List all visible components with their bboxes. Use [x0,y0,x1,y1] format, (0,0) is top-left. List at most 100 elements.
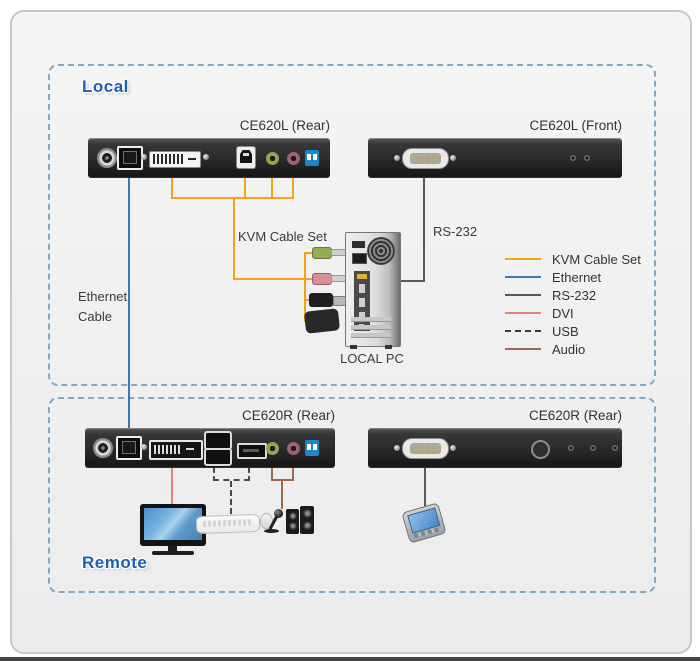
pc-io-port [359,284,365,293]
pushbutton-icon [531,440,550,459]
legend: KVM Cable Set Ethernet RS-232 DVI USB Au… [505,250,641,358]
audio-line-bracket [271,479,294,481]
legend-label-rs232: RS-232 [552,287,597,303]
legend-line-audio-icon [505,348,541,350]
kvm-line-mid-vertical [233,197,235,280]
db9-screw-left [394,445,400,451]
legend-line-ethernet-icon [505,276,541,278]
pc-foot [350,345,357,349]
dvi-blade [186,448,194,450]
pc-port-small [352,241,365,248]
audio-jack-green-icon [266,152,279,165]
legend-line-rs232-icon [505,294,541,296]
status-led [612,445,618,451]
rj45-port-icon [117,146,143,170]
status-led [584,155,590,161]
kvm-line-dvi-drop [171,178,173,199]
db9-screw-right [450,445,456,451]
legend-line-kvm-icon [505,258,541,260]
usb-b-port-icon [236,146,256,169]
power-jack-icon [97,148,117,168]
ethernet-cable-label: Ethernet Cable [78,287,127,327]
local-pc-label: LOCAL PC [340,351,404,366]
legend-item-usb: USB [505,322,641,340]
pc-power-inlet [352,253,367,264]
pc-io-port [359,298,365,307]
usb-stack-port-bottom-icon [204,448,232,466]
pc-io-panel [354,271,370,331]
legend-line-usb-icon [505,330,541,332]
pc-vent-slat [351,325,391,330]
dip-switch-dot [313,444,317,450]
speaker-driver [288,522,297,530]
local-section-label: Local [82,77,129,96]
legend-label-kvm: KVM Cable Set [552,251,641,267]
usb-line-keyboard [230,481,232,514]
kvm-line-audio1-drop [271,178,273,199]
usb-line-bracket [213,479,250,481]
dvi-screw-left [141,154,147,160]
speaker-left-icon [286,509,299,534]
audio-jack-pink-icon [287,152,300,165]
rs232-label: RS-232 [433,224,478,239]
remote-right-title: CE620R (Rear) [528,408,622,423]
db9-serial-port-icon [402,148,449,169]
dvi-screw-left [141,444,147,450]
db9-serial-port-icon [402,438,449,459]
usb-line-drop1 [213,468,215,481]
dip-switch-dot [313,154,317,160]
bottom-edge-bar [0,657,700,661]
keyboard-icon [195,513,261,535]
audio-line-drop1 [271,468,273,481]
legend-label-ethernet: Ethernet [552,269,602,285]
dip-switch-dot [307,444,311,450]
legend-item-ethernet: Ethernet [505,268,641,286]
speaker-driver [302,521,312,530]
usb-a-tongue [243,449,259,452]
dvi-blade [188,158,196,160]
status-led [568,445,574,451]
dvi-port-icon [149,440,203,460]
local-front-title: CE620L (Front) [529,118,622,133]
pc-io-port [359,312,365,321]
keyboard-keys [202,519,252,527]
legend-label-audio: Audio [552,341,586,357]
serial-device-line [424,468,426,506]
kvm-cable-set-label: KVM Cable Set [238,229,327,244]
db9-screw-right [450,155,456,161]
legend-label-dvi: DVI [552,305,574,321]
device-ce620r-rear-left [85,428,335,468]
rj45-opening [122,441,136,454]
legend-item-rs232: RS-232 [505,286,641,304]
audio-jack-pink-icon [287,442,300,455]
audio-jack-green-icon [266,442,279,455]
speaker-right-icon [300,506,314,534]
device-ce620r-rear-right [368,428,622,468]
power-jack-icon [93,438,113,458]
dvi-pin-grid [153,154,183,164]
audio-line-drop2 [292,468,294,481]
pink-plug-icon [312,273,332,285]
kvm-line-usb-drop [244,178,246,199]
kvm-line-bus [171,197,294,199]
status-led [570,155,576,161]
dip-switch-icon [305,440,319,456]
remote-section-box [48,397,656,593]
rj45-port-icon [116,436,142,460]
monitor-icon [140,504,206,546]
legend-item-audio: Audio [505,340,641,358]
local-section-box [48,64,656,386]
kvm-line-plug-bus [304,252,306,322]
dvi-port-icon [149,151,201,168]
dip-switch-icon [305,150,319,166]
legend-line-dvi-icon [505,312,541,314]
device-ce620l-rear [88,138,330,178]
dvi-line-monitor [171,468,173,506]
microphone-head-icon [274,509,283,518]
legend-item-dvi: DVI [505,304,641,322]
kvm-line-stub-green [304,252,316,254]
audio-line-devices [281,481,283,509]
usb-line-drop2 [248,468,250,481]
microphone-base [264,529,279,533]
